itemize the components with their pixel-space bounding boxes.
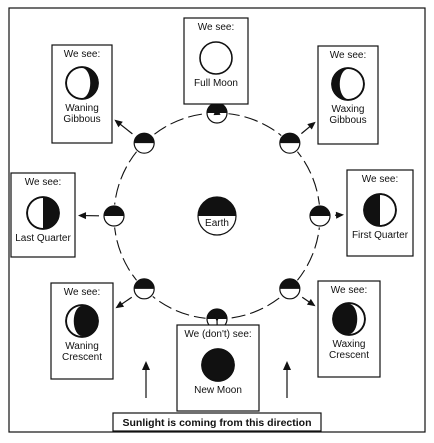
phase-heading: We see: (330, 50, 367, 61)
moon-waning-gibbous-icon (65, 66, 99, 100)
sunlight-arrows (142, 361, 291, 398)
moon-new-moon-icon (201, 348, 235, 382)
sunlight-arrowhead-right (283, 361, 291, 370)
phase-heading: We see: (198, 22, 235, 33)
phase-label: Waning (65, 103, 99, 114)
phase-label: Full Moon (194, 78, 238, 89)
orbit-moon-waning-crescent (132, 277, 156, 301)
sunlight-caption: Sunlight is coming from this direction (112, 412, 322, 432)
moon-last-quarter-icon (26, 196, 60, 230)
orbit-moon-waxing-gibbous (278, 131, 302, 155)
arrow-to-last-quarter (77, 212, 100, 220)
phase-heading: We see: (331, 285, 368, 296)
moon-waxing-gibbous-icon (331, 67, 365, 101)
phase-panel-full-moon: We see: Full Moon (183, 17, 249, 105)
orbit-moon-last-quarter (102, 204, 126, 228)
phase-label: Last Quarter (15, 233, 71, 244)
earth-night-side (198, 197, 236, 216)
phase-heading: We see: (64, 287, 101, 298)
arrow-to-first-quarter (334, 211, 345, 219)
earth-label: Earth (205, 218, 229, 229)
phase-heading: We see: (64, 49, 101, 60)
arrow-to-waxing-crescent (301, 296, 316, 307)
arrow-to-waxing-gibbous (301, 121, 316, 135)
phase-panel-last-quarter: We see: Last Quarter (10, 172, 76, 258)
phase-heading: We see: (362, 174, 399, 185)
moon-full-moon-icon (199, 41, 233, 75)
orbit-moon-first-quarter (308, 204, 332, 228)
phase-label: Waxing (332, 104, 365, 115)
diagram-frame (8, 7, 426, 433)
phase-label: New Moon (194, 385, 242, 396)
sunlight-caption-box (112, 412, 322, 432)
moon-waxing-crescent-icon (332, 302, 366, 336)
phase-label: Crescent (329, 350, 369, 361)
orbit-moon-waning-gibbous (132, 131, 156, 155)
sunlight-caption-text: Sunlight is coming from this direction (122, 417, 311, 429)
phase-label: Crescent (62, 352, 102, 363)
orbit-moon-waxing-crescent (278, 277, 302, 301)
phase-heading: We (don't) see: (184, 329, 251, 340)
phase-panel-new-moon: We (don't) see: New Moon (176, 324, 260, 412)
orbit-moons (102, 101, 332, 331)
phase-panel-first-quarter: We see: First Quarter (346, 169, 414, 257)
earth: Earth (197, 196, 237, 236)
phase-label: Gibbous (329, 115, 366, 126)
sunlight-arrowhead-left (142, 361, 150, 370)
phase-label: Waning (65, 341, 99, 352)
arrow-to-waning-gibbous (114, 119, 133, 135)
arrow-to-waning-crescent (115, 296, 133, 309)
phase-label: Gibbous (63, 114, 100, 125)
phase-label: Waxing (333, 339, 366, 350)
phase-label: First Quarter (352, 230, 409, 241)
phase-heading: We see: (25, 177, 62, 188)
moon-waning-crescent-icon (65, 304, 99, 338)
moon-first-quarter-icon (363, 193, 397, 227)
